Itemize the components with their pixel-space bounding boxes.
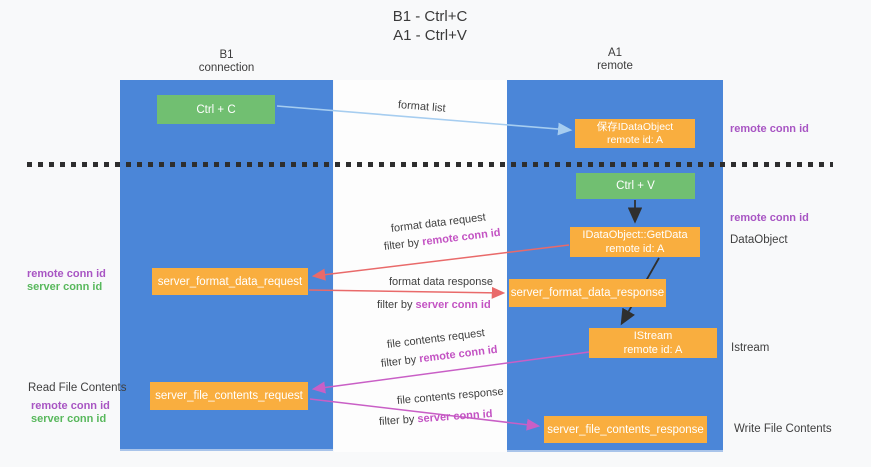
server-file-contents-response-box: server_file_contents_response <box>544 416 707 443</box>
lane-a1-name: A1 <box>607 47 623 59</box>
istream-annotation: Istream <box>731 342 770 354</box>
lane-b1-role: connection <box>198 62 255 74</box>
store-idataobject-line2: remote id: A <box>606 133 664 146</box>
lane-a1-role: remote <box>597 60 633 72</box>
istream-line1: IStream <box>633 330 673 342</box>
read-file-contents-annotation: Read File Contents <box>28 382 127 394</box>
right-remote-conn-id-1: remote conn id <box>730 123 809 136</box>
ctrl-c-box: Ctrl + C <box>157 95 275 124</box>
store-idataobject-box: 保存IDataObject remote id: A <box>575 119 695 148</box>
write-file-contents-annotation: Write File Contents <box>734 423 832 435</box>
diagram-title: B1 - Ctrl+C A1 - Ctrl+V <box>330 7 530 45</box>
istream-line2: remote id: A <box>623 344 683 356</box>
title-line-1: B1 - Ctrl+C <box>392 8 468 25</box>
server-format-data-request-box: server_format_data_request <box>152 268 308 295</box>
server-format-data-response-label: server_format_data_response <box>510 287 665 299</box>
ctrl-v-label: Ctrl + V <box>616 180 655 192</box>
remote-conn-id-text: remote conn id <box>31 400 110 412</box>
title-line-2: A1 - Ctrl+V <box>393 27 467 44</box>
store-idataobject-line1: 保存IDataObject <box>596 120 674 133</box>
server-file-contents-response-label: server_file_contents_response <box>547 423 704 436</box>
lane-header-a1: A1 remote <box>507 47 723 73</box>
getdata-line2: remote id: A <box>605 243 665 255</box>
istream-box: IStream remote id: A <box>589 328 717 358</box>
trust-boundary-dashed-line <box>27 162 833 167</box>
lane-b1-name: B1 <box>219 49 234 61</box>
getdata-line1: IDataObject::GetData <box>582 229 688 241</box>
server-conn-id-text: server conn id <box>27 281 103 293</box>
server-format-data-request-label: server_format_data_request <box>157 275 303 288</box>
format-data-response-label: format data response <box>389 276 493 288</box>
ctrl-v-box: Ctrl + V <box>576 173 695 199</box>
remote-conn-id-text: remote conn id <box>730 123 809 135</box>
server-file-contents-request-label: server_file_contents_request <box>155 390 303 402</box>
left-conn-ids-top: remote conn id server conn id <box>27 268 106 294</box>
lane-header-b1: B1 connection <box>120 49 333 75</box>
server-conn-id-text: server conn id <box>31 413 107 425</box>
remote-conn-id-text: remote conn id <box>27 268 106 280</box>
server-format-data-response-box: server_format_data_response <box>509 279 666 307</box>
filter-key-server-conn-id: server conn id <box>415 299 491 311</box>
ctrl-c-label: Ctrl + C <box>196 103 236 116</box>
remote-conn-id-text: remote conn id <box>730 212 809 224</box>
filter-prefix: filter by <box>377 299 416 311</box>
left-conn-ids-bottom: remote conn id server conn id <box>31 400 110 426</box>
format-data-response-filter-label: filter by server conn id <box>377 299 491 311</box>
server-file-contents-request-box: server_file_contents_request <box>150 382 308 410</box>
right-remote-conn-id-2: remote conn id <box>730 212 809 225</box>
idataobject-getdata-box: IDataObject::GetData remote id: A <box>570 227 700 257</box>
dataobject-annotation: DataObject <box>730 234 788 246</box>
